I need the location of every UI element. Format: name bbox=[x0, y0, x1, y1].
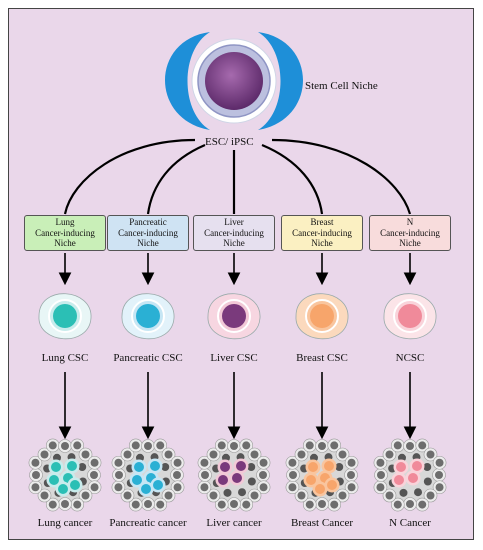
niche-box-text: Niche bbox=[223, 238, 245, 249]
tumor-lung-icon bbox=[28, 438, 102, 512]
tumor-pancreatic-icon bbox=[111, 438, 185, 512]
csc-cell-lung-icon bbox=[38, 293, 92, 340]
stem-cell-icon bbox=[165, 32, 303, 130]
stem-cell-niche-label: Stem Cell Niche bbox=[305, 80, 378, 92]
tumor-breast-icon bbox=[285, 438, 359, 512]
csc-label-pancreatic: Pancreatic CSC bbox=[113, 352, 183, 364]
cancer-label-liver: Liver cancer bbox=[206, 517, 262, 529]
niche-box-text: Liver bbox=[224, 217, 244, 228]
csc-label-breast: Breast CSC bbox=[296, 352, 348, 364]
lineage-arrows bbox=[63, 138, 412, 215]
csc-cell-pancreatic-icon bbox=[121, 293, 175, 340]
niche-box-text: Cancer-inducing bbox=[292, 227, 352, 238]
niche-box-text: Niche bbox=[137, 238, 159, 249]
csc-cell-breast-icon bbox=[295, 293, 349, 340]
cell-arrows bbox=[58, 253, 417, 440]
csc-label-n: NCSC bbox=[395, 352, 425, 364]
cancer-label-pancreatic: Pancreatic cancer bbox=[109, 517, 187, 529]
csc-label-liver: Liver CSC bbox=[210, 352, 258, 364]
niche-box-text: Cancer-inducing bbox=[118, 227, 178, 238]
cancer-label-n: N Cancer bbox=[389, 517, 431, 529]
niche-box-text: Niche bbox=[54, 238, 76, 249]
niche-box-text: Cancer-inducing bbox=[380, 227, 440, 238]
niche-box-text: Niche bbox=[311, 238, 333, 249]
cancer-label-breast: Breast Cancer bbox=[291, 517, 353, 529]
tumor-n-icon bbox=[373, 438, 447, 512]
esc-ipsc-label: ESC/ iPSC bbox=[205, 136, 254, 148]
csc-label-lung: Lung CSC bbox=[41, 352, 89, 364]
niche-box-text: Pancreatic bbox=[129, 217, 167, 228]
niche-box-text: Niche bbox=[399, 238, 421, 249]
niche-box-text: N bbox=[406, 217, 414, 228]
csc-cell-n-icon bbox=[383, 293, 437, 340]
niche-box-text: Breast bbox=[310, 217, 334, 228]
niche-box-text: Cancer-inducing bbox=[35, 227, 95, 238]
csc-cells bbox=[38, 293, 437, 340]
csc-cell-liver-icon bbox=[207, 293, 261, 340]
tumor-clusters bbox=[28, 438, 447, 512]
niche-box-text: Lung bbox=[55, 217, 75, 228]
niche-box-text: Cancer-inducing bbox=[204, 227, 264, 238]
cancer-label-lung: Lung cancer bbox=[37, 517, 93, 529]
tumor-liver-icon bbox=[197, 438, 271, 512]
